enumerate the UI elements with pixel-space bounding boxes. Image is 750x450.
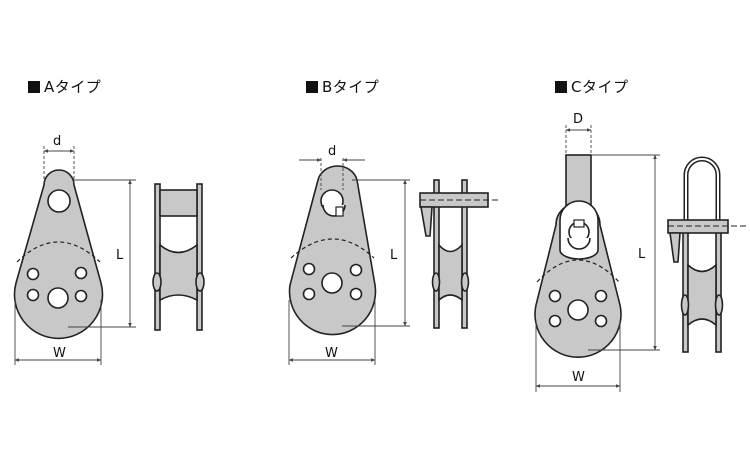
type-c-front-view xyxy=(534,154,622,358)
type-a-side-view xyxy=(152,183,205,331)
type-a-label-W: W xyxy=(53,346,66,361)
type-b-dimensions xyxy=(288,158,410,365)
title-type-a-text: Aタイプ xyxy=(44,78,102,96)
title-type-b: Bタイプ xyxy=(306,76,379,97)
type-c-side-view xyxy=(667,156,746,353)
square-bullet-icon xyxy=(555,81,567,93)
type-c-label-W: W xyxy=(572,370,585,385)
title-type-b-text: Bタイプ xyxy=(322,78,380,96)
square-bullet-icon xyxy=(306,81,318,93)
type-a-label-d: d xyxy=(53,134,61,149)
type-a-label-L: L xyxy=(116,248,124,263)
type-c-label-D: D xyxy=(573,112,583,127)
square-bullet-icon xyxy=(28,81,40,93)
type-c-dimensions xyxy=(535,125,660,392)
title-type-c-text: Cタイプ xyxy=(571,78,629,96)
type-a-dimensions xyxy=(14,146,136,365)
type-b-label-L: L xyxy=(390,248,398,263)
type-b-label-W: W xyxy=(325,346,338,361)
type-b-label-d: d xyxy=(328,144,336,159)
type-b-front-view xyxy=(288,165,377,336)
title-type-c: Cタイプ xyxy=(555,76,628,97)
title-type-a: Aタイプ xyxy=(28,76,101,97)
type-c-label-L: L xyxy=(638,247,646,262)
type-a-front-view xyxy=(13,169,104,340)
type-b-side-view xyxy=(419,179,500,329)
